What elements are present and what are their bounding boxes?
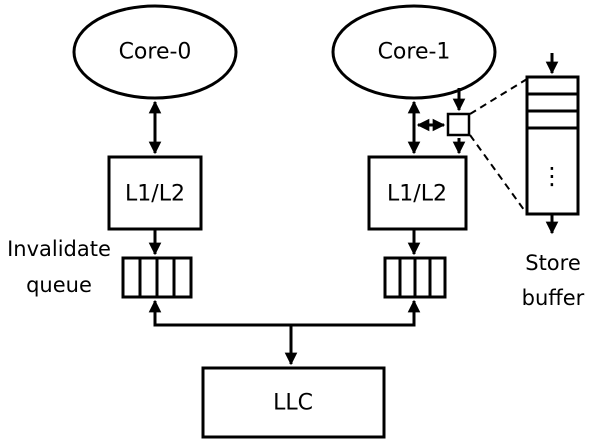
llc-box (201, 366, 386, 439)
store-buffer-ellipsis: ⋮ (540, 162, 564, 190)
store-buffer-label-line1: Store (525, 251, 581, 275)
core-0-node (72, 4, 238, 100)
cache-0-label: L1/L2 (125, 182, 185, 207)
core-0-label: Core-0 (119, 40, 192, 65)
zoom-line-bottom (469, 134, 528, 215)
core-1-label: Core-1 (378, 40, 451, 65)
bus-line (148, 299, 421, 327)
cache-1-box (367, 155, 468, 231)
store-buffer-label-line2: buffer (522, 286, 585, 310)
store-buffer-expanded (525, 75, 580, 216)
invalidate-queue-label-line2: queue (26, 273, 92, 297)
zoom-line-top (469, 78, 528, 115)
core-1-node (331, 4, 497, 100)
llc-label: LLC (273, 391, 313, 416)
invalidate-queue-label-line1: Invalidate (7, 237, 111, 261)
store-buffer-entry (446, 112, 471, 137)
cache-1-label: L1/L2 (387, 182, 447, 207)
